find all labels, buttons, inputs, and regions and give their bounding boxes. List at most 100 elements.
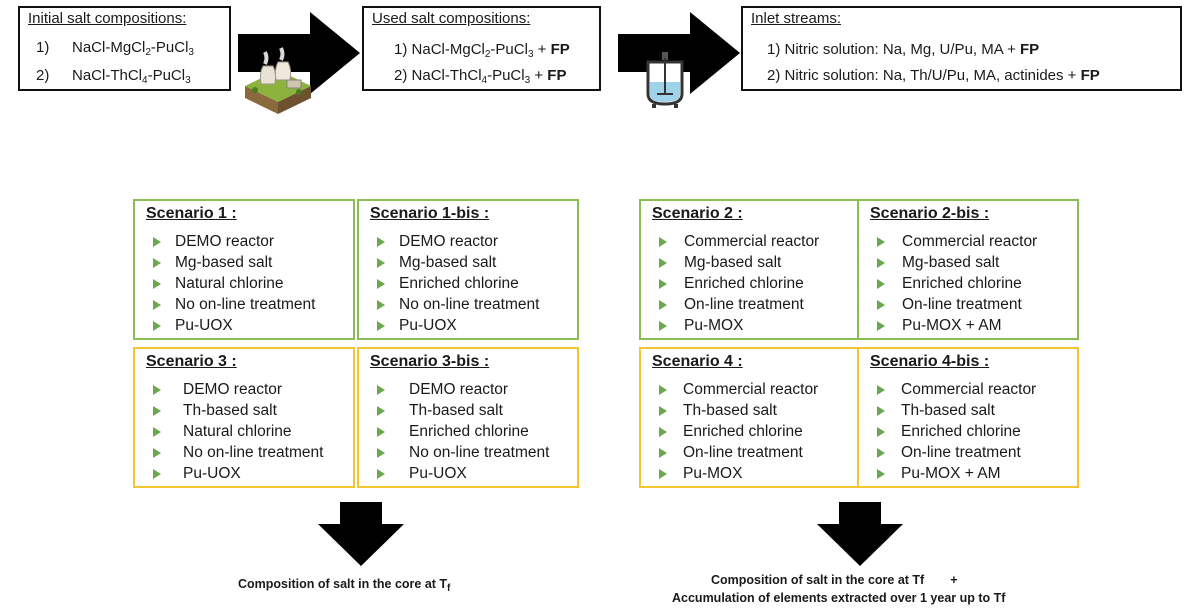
list-item: On-line treatment: [659, 294, 819, 315]
scenario-3-bis-box: Scenario 3-bis : DEMO reactor Th-based s…: [357, 347, 579, 488]
scenario-2-bis-box: Scenario 2-bis : Commercial reactor Mg-b…: [857, 199, 1079, 340]
bullet-triangle-icon: [377, 468, 385, 479]
bullet-triangle-icon: [153, 257, 161, 268]
list-item: Natural chlorine: [153, 421, 323, 442]
scenario-1-bis-box: Scenario 1-bis : DEMO reactor Mg-based s…: [357, 199, 579, 340]
list-item: Enriched chlorine: [877, 273, 1037, 294]
bullet-triangle-icon: [153, 278, 161, 289]
right-arrow-1: [238, 12, 360, 94]
bullet-triangle-icon: [877, 320, 885, 331]
initial-salt-item-2: 2)NaCl-ThCl4-PuCl3: [36, 67, 191, 86]
list-item: No on-line treatment: [377, 442, 549, 463]
bullet-triangle-icon: [659, 468, 667, 479]
list-item: Commercial reactor: [659, 231, 819, 252]
scenario-1-title: Scenario 1 :: [146, 205, 237, 222]
scenario-4-title: Scenario 4 :: [652, 353, 743, 370]
list-item: Commercial reactor: [877, 379, 1036, 400]
bullet-triangle-icon: [877, 447, 885, 458]
bullet-triangle-icon: [153, 320, 161, 331]
bullet-triangle-icon: [153, 236, 161, 247]
scenario-4-bis-box: Scenario 4-bis : Commercial reactor Th-b…: [857, 347, 1079, 488]
list-item: DEMO reactor: [377, 379, 549, 400]
result-left: Composition of salt in the core at Tf: [238, 577, 451, 594]
bullet-triangle-icon: [153, 405, 161, 416]
result-right-line-2: Accumulation of elements extracted over …: [672, 591, 1006, 605]
inlet-stream-item-1: 1) Nitric solution: Na, Mg, U/Pu, MA + F…: [767, 41, 1040, 58]
list-item: Natural chlorine: [153, 273, 315, 294]
list-item: Enriched chlorine: [377, 421, 549, 442]
bullet-triangle-icon: [377, 405, 385, 416]
bullet-triangle-icon: [877, 405, 885, 416]
initial-salt-box: Initial salt compositions: 1)NaCl-MgCl2-…: [18, 6, 231, 91]
list-item: On-line treatment: [659, 442, 818, 463]
bullet-triangle-icon: [153, 384, 161, 395]
bullet-triangle-icon: [377, 257, 385, 268]
used-salt-item-1: 1) NaCl-MgCl2-PuCl3 + FP: [394, 41, 570, 60]
scenario-1-bis-title: Scenario 1-bis :: [370, 205, 490, 222]
list-item: DEMO reactor: [153, 231, 315, 252]
list-item: Th-based salt: [659, 400, 818, 421]
scenario-1-box: Scenario 1 : DEMO reactor Mg-based salt …: [133, 199, 355, 340]
bullet-triangle-icon: [377, 299, 385, 310]
bullet-triangle-icon: [659, 405, 667, 416]
initial-salt-header: Initial salt compositions:: [28, 10, 187, 27]
list-item: Mg-based salt: [659, 252, 819, 273]
list-item: Pu-MOX + AM: [877, 463, 1036, 484]
used-salt-box: Used salt compositions: 1) NaCl-MgCl2-Pu…: [362, 6, 601, 91]
bullet-triangle-icon: [659, 236, 667, 247]
used-salt-header: Used salt compositions:: [372, 10, 531, 27]
bullet-triangle-icon: [153, 468, 161, 479]
bullet-triangle-icon: [377, 426, 385, 437]
bullet-triangle-icon: [377, 320, 385, 331]
list-item: Mg-based salt: [377, 252, 539, 273]
initial-salt-item-1: 1)NaCl-MgCl2-PuCl3: [36, 39, 194, 58]
bullet-triangle-icon: [377, 384, 385, 395]
bullet-triangle-icon: [659, 299, 667, 310]
bullet-triangle-icon: [659, 320, 667, 331]
down-arrow-right: [817, 502, 903, 566]
bullet-triangle-icon: [377, 236, 385, 247]
bullet-triangle-icon: [377, 278, 385, 289]
bullet-triangle-icon: [877, 236, 885, 247]
used-salt-item-2: 2) NaCl-ThCl4-PuCl3 + FP: [394, 67, 567, 86]
list-item: Th-based salt: [377, 400, 549, 421]
nuclear-plant-icon: [245, 47, 311, 114]
inlet-stream-item-2: 2) Nitric solution: Na, Th/U/Pu, MA, act…: [767, 67, 1100, 84]
list-item: No on-line treatment: [153, 294, 315, 315]
list-item: Pu-MOX + AM: [877, 315, 1037, 336]
scenario-4-box: Scenario 4 : Commercial reactor Th-based…: [639, 347, 861, 488]
bullet-triangle-icon: [659, 257, 667, 268]
dissolution-tank-icon: [646, 52, 684, 108]
list-item: Enriched chlorine: [659, 273, 819, 294]
right-arrow-2: [618, 12, 740, 94]
scenario-2-bis-title: Scenario 2-bis :: [870, 205, 990, 222]
bullet-triangle-icon: [659, 426, 667, 437]
bullet-triangle-icon: [153, 426, 161, 437]
result-right-line-1: Composition of salt in the core at Tf+: [711, 573, 958, 587]
scenario-3-bis-title: Scenario 3-bis :: [370, 353, 490, 370]
list-item: On-line treatment: [877, 442, 1036, 463]
bullet-triangle-icon: [877, 426, 885, 437]
list-item: DEMO reactor: [153, 379, 323, 400]
inlet-streams-header: Inlet streams:: [751, 10, 842, 27]
list-item: Enriched chlorine: [659, 421, 818, 442]
scenario-4-bis-title: Scenario 4-bis :: [870, 353, 990, 370]
bullet-triangle-icon: [877, 468, 885, 479]
list-item: No on-line treatment: [377, 294, 539, 315]
list-item: Th-based salt: [153, 400, 323, 421]
scenario-3-box: Scenario 3 : DEMO reactor Th-based salt …: [133, 347, 355, 488]
list-item: Commercial reactor: [877, 231, 1037, 252]
bullet-triangle-icon: [153, 447, 161, 458]
list-item: Pu-UOX: [377, 315, 539, 336]
list-item: On-line treatment: [877, 294, 1037, 315]
bullet-triangle-icon: [153, 299, 161, 310]
list-item: Commercial reactor: [659, 379, 818, 400]
list-item: No on-line treatment: [153, 442, 323, 463]
list-item: Mg-based salt: [877, 252, 1037, 273]
list-item: Mg-based salt: [153, 252, 315, 273]
inlet-streams-box: Inlet streams: 1) Nitric solution: Na, M…: [741, 6, 1182, 91]
scenario-2-box: Scenario 2 : Commercial reactor Mg-based…: [639, 199, 861, 340]
list-item: Pu-MOX: [659, 463, 818, 484]
list-item: DEMO reactor: [377, 231, 539, 252]
list-item: Pu-MOX: [659, 315, 819, 336]
